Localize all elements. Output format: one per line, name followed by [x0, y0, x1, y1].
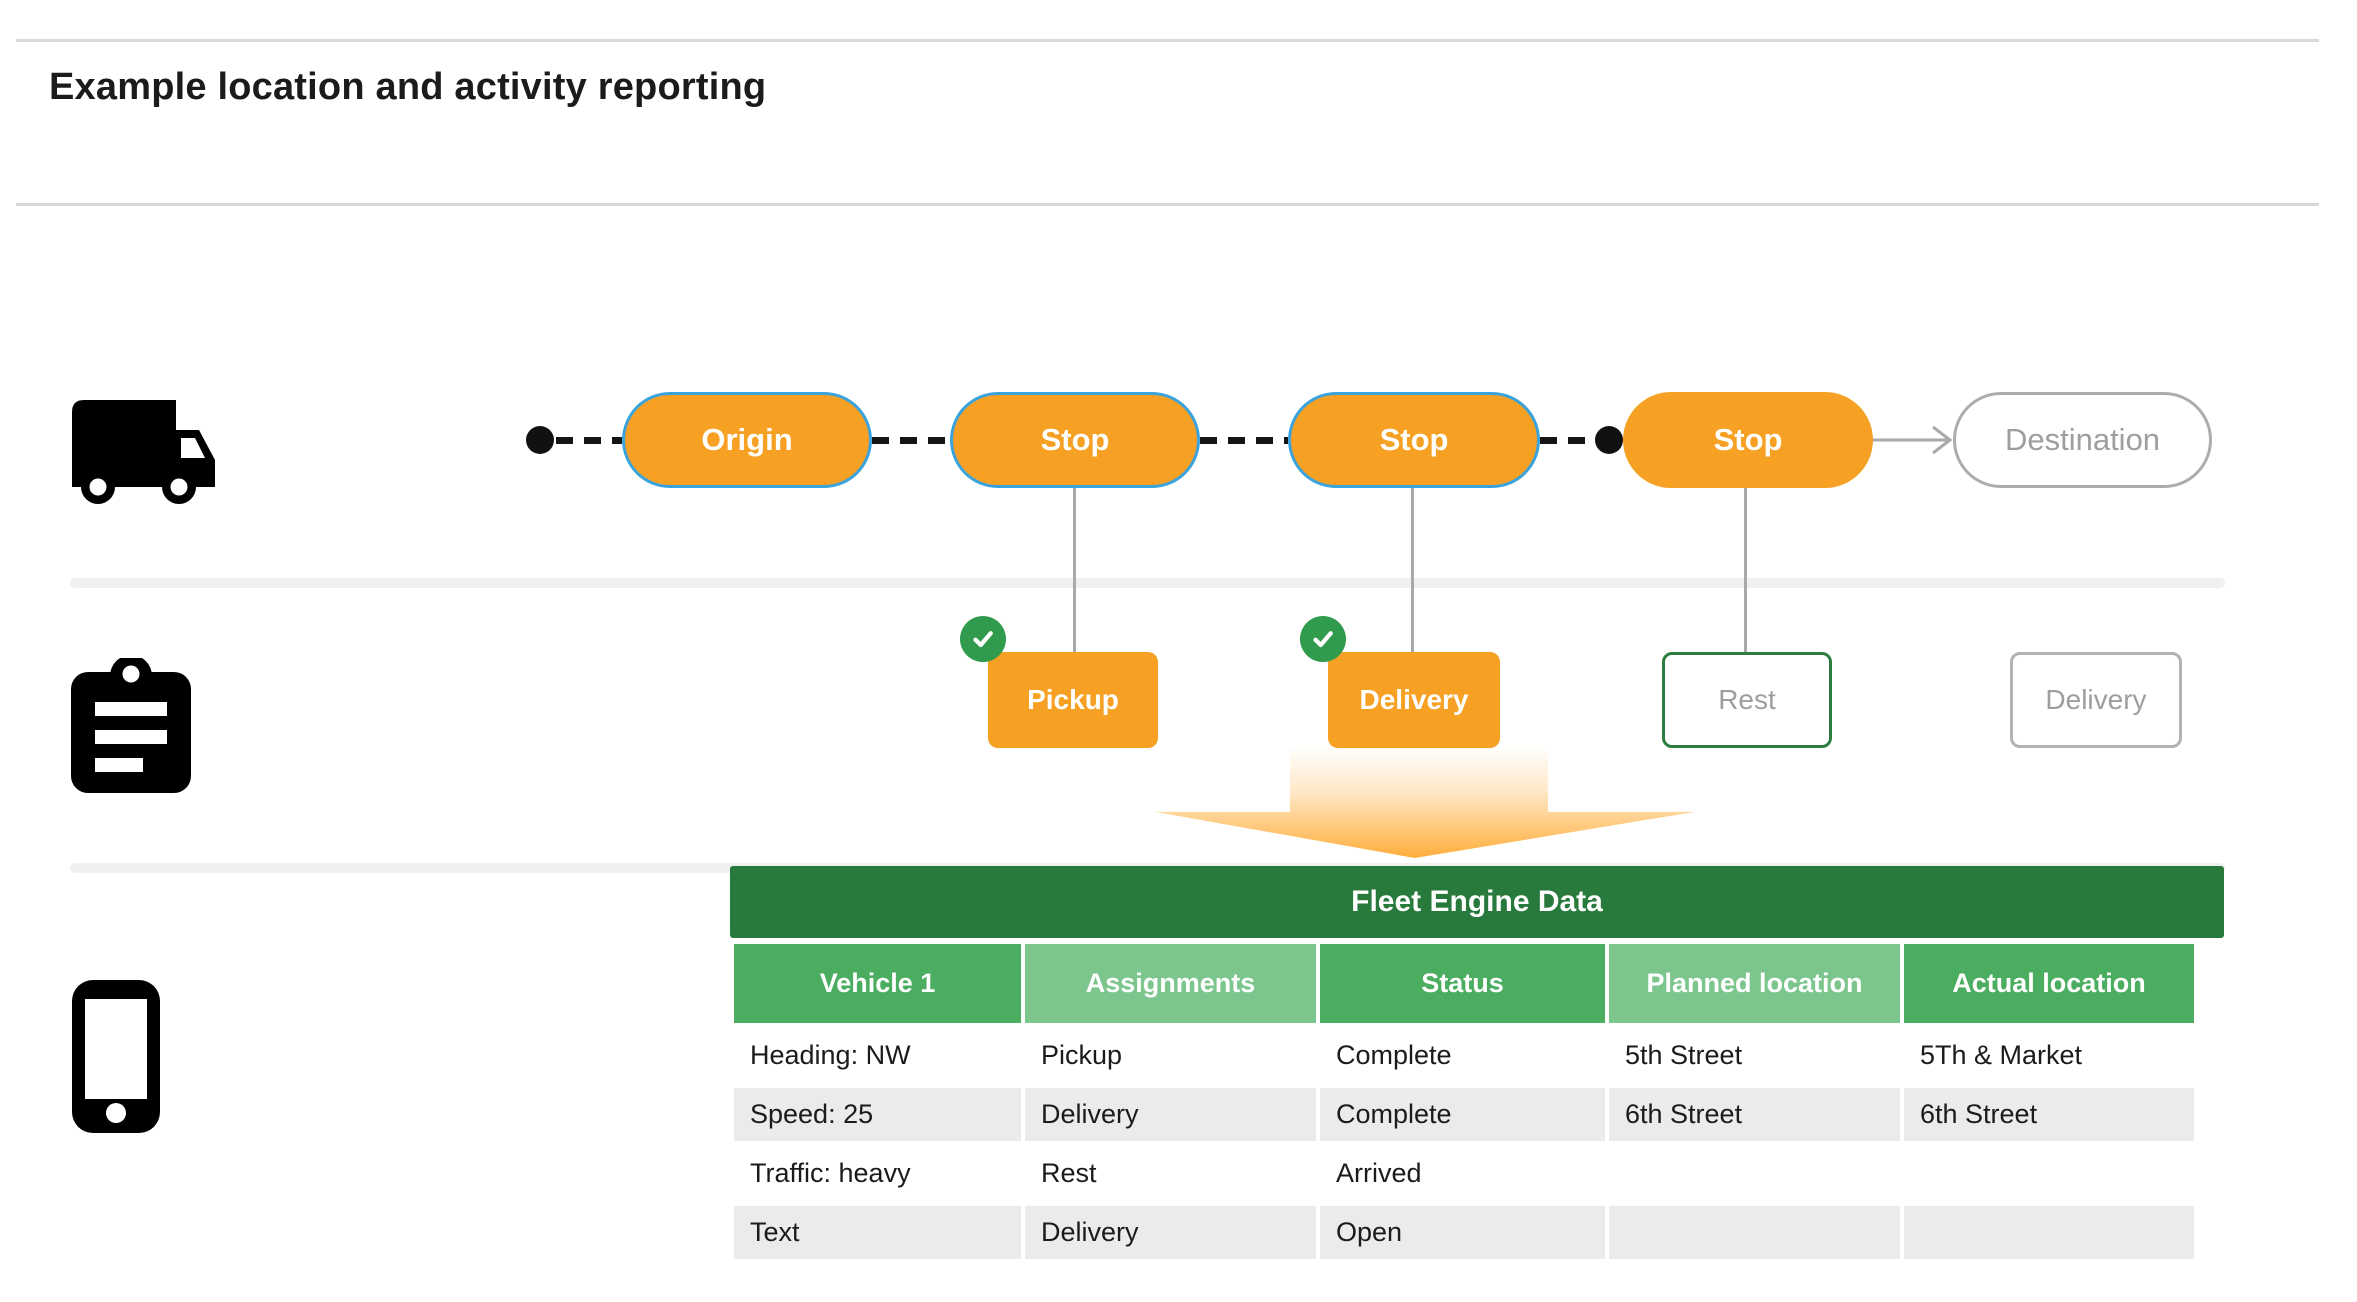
top-divider: [16, 39, 2319, 42]
column-header-assignments: Assignments: [1025, 944, 1316, 1023]
stop-label: Destination: [2004, 422, 2161, 457]
route-start-dot: [526, 426, 554, 454]
stop-pill-3: Stop: [1623, 392, 1873, 488]
column-header-status: Status: [1320, 944, 1605, 1023]
check-icon: [960, 616, 1006, 662]
activity-label: Delivery: [1359, 684, 1469, 715]
stop-label: Stop: [1379, 422, 1449, 457]
table-cell: 5Th & Market: [1904, 1029, 2194, 1082]
stop1-activity-line: [1073, 488, 1076, 653]
table-cell: Text: [734, 1206, 1021, 1259]
table-cell: Speed: 25: [734, 1088, 1021, 1141]
stop2-activity-line: [1411, 488, 1414, 653]
table-cell: Traffic: heavy: [734, 1147, 1021, 1200]
activity-label: Pickup: [1027, 684, 1119, 715]
destination-pill: Destination: [1953, 392, 2212, 488]
route-dash-segment: [1200, 437, 1288, 444]
table-cell: 6th Street: [1609, 1088, 1900, 1141]
table-cell: Complete: [1320, 1088, 1605, 1141]
stop-label: Origin: [701, 422, 793, 457]
table-title-banner: Fleet Engine Data: [730, 866, 2224, 938]
stop3-activity-line: [1744, 488, 1747, 653]
activity-label: Rest: [1718, 684, 1776, 715]
check-icon: [1300, 616, 1346, 662]
activity-box-rest: Rest: [1662, 652, 1832, 748]
vehicle-position-dot: [1595, 426, 1623, 454]
title-divider: [16, 203, 2319, 206]
destination-arrow: [1872, 425, 1953, 455]
table-cell: [1609, 1147, 1900, 1200]
table-cell: [1609, 1206, 1900, 1259]
table-cell: Rest: [1025, 1147, 1316, 1200]
route-dash-segment: [872, 437, 950, 444]
data-flow-arrow-icon: [1155, 746, 1695, 858]
column-header-vehicle: Vehicle 1: [734, 944, 1021, 1023]
stop-pill-2: Stop: [1288, 392, 1540, 488]
column-header-actual-location: Actual location: [1904, 944, 2194, 1023]
section-separator-1: [70, 578, 2225, 588]
table-cell: Pickup: [1025, 1029, 1316, 1082]
table-cell: 5th Street: [1609, 1029, 1900, 1082]
table-cell: Heading: NW: [734, 1029, 1021, 1082]
table-cell: Arrived: [1320, 1147, 1605, 1200]
phone-icon: [72, 980, 160, 1133]
table-cell: Delivery: [1025, 1206, 1316, 1259]
activity-label: Delivery: [2045, 684, 2147, 715]
stop-label: Stop: [1040, 422, 1110, 457]
table-cell: [1904, 1206, 2194, 1259]
table-cell: Complete: [1320, 1029, 1605, 1082]
table-cell: 6th Street: [1904, 1088, 2194, 1141]
table-cell: Open: [1320, 1206, 1605, 1259]
stop-pill-origin: Origin: [622, 392, 872, 488]
activity-box-pickup: Pickup: [988, 652, 1158, 748]
route-dash-segment: [556, 437, 622, 444]
table-cell: Delivery: [1025, 1088, 1316, 1141]
stop-pill-1: Stop: [950, 392, 1200, 488]
stop-label: Stop: [1713, 422, 1783, 457]
column-header-planned-location: Planned location: [1609, 944, 1900, 1023]
clipboard-icon: [71, 658, 191, 793]
table-title: Fleet Engine Data: [1351, 885, 1603, 918]
fleet-data-table: Vehicle 1 Assignments Status Planned loc…: [734, 944, 2194, 1259]
activity-box-future-delivery: Delivery: [2010, 652, 2182, 748]
truck-icon: [72, 400, 215, 504]
table-cell: [1904, 1147, 2194, 1200]
route-dash-segment: [1540, 437, 1594, 444]
page-title: Example location and activity reporting: [49, 66, 767, 108]
activity-box-delivery: Delivery: [1328, 652, 1500, 748]
